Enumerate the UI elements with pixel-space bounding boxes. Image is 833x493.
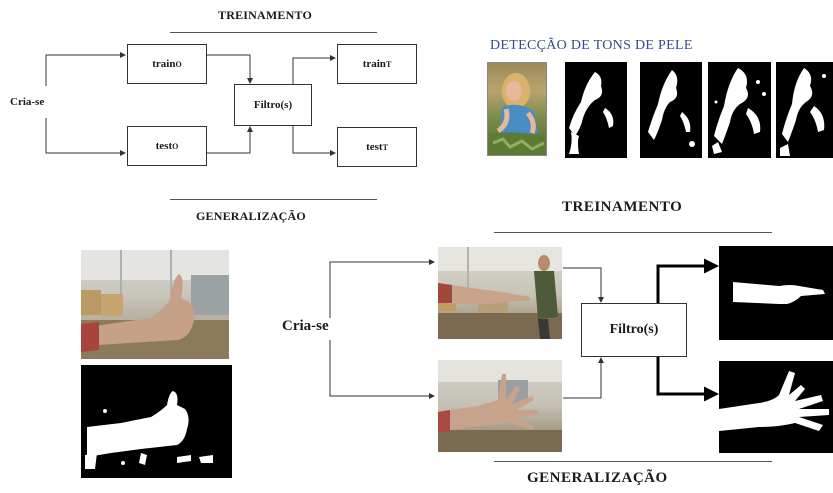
skin-mask-3-shape	[712, 68, 766, 154]
diagram2-top-rule	[494, 232, 772, 233]
pointing-hand-mask-shape	[733, 282, 825, 304]
node-test-o-sub: O	[172, 141, 179, 151]
edge-source-to-test-o	[45, 118, 126, 156]
edge2-filter-to-mask-top	[656, 258, 719, 303]
office-open-hand-photo	[438, 360, 562, 452]
skin-mask-3	[708, 62, 771, 158]
diagram1-top-rule	[170, 32, 377, 33]
thumbs-up-photo-art	[81, 250, 229, 359]
node-train-o-label: train	[152, 58, 176, 70]
edge2-source-to-image-bottom	[329, 340, 435, 399]
diagram2-heading-generalization: GENERALIZAÇÃO	[527, 470, 668, 486]
office-pointing-photo	[438, 247, 562, 339]
node-filter-1: Filtro(s)	[234, 84, 312, 126]
diagram1-bottom-rule	[170, 199, 377, 200]
edge-test-o-to-filter	[207, 126, 253, 154]
thumbs-up-mask	[81, 365, 232, 478]
node-test-t-label: test	[366, 141, 383, 153]
thumbs-up-mask-shape	[85, 391, 213, 469]
diagram2-heading-training: TREINAMENTO	[562, 199, 683, 215]
woman-photo-art	[488, 73, 546, 155]
skin-mask-2	[640, 62, 702, 158]
skin-mask-4	[776, 62, 833, 158]
node-train-o-sub: O	[175, 59, 182, 69]
edge-filter-to-train-t	[292, 55, 336, 84]
skin-mask-4-shape	[780, 68, 826, 156]
office-open-hand-photo-art	[438, 360, 562, 452]
open-hand-mask	[719, 361, 833, 453]
node-filter-2: Filtro(s)	[581, 303, 687, 357]
edge-filter-to-test-t	[292, 126, 336, 156]
edge2-filter-to-mask-bottom	[656, 356, 719, 402]
skin-detection-title: DETECÇÃO DE TONS DE PELE	[490, 38, 693, 53]
pointing-hand-mask	[719, 246, 833, 340]
skin-mask-2-shape	[648, 70, 695, 147]
node-test-o-label: test	[155, 140, 173, 152]
diagram1-source-label: Cria-se	[10, 96, 45, 108]
skin-mask-1	[565, 62, 627, 158]
node-train-t-label: train	[362, 58, 386, 70]
thumbs-up-photo	[81, 250, 229, 359]
open-hand-mask-shape	[719, 371, 829, 431]
diagram1-heading-training: TREINAMENTO	[218, 8, 312, 22]
office-pointing-photo-art	[438, 247, 562, 339]
edge2-source-to-image-top	[329, 259, 435, 318]
edge-train-o-to-filter	[207, 54, 253, 84]
diagram2-source-label: Cria-se	[282, 318, 329, 334]
skin-mask-1-shape	[569, 72, 614, 154]
edge-source-to-train-o	[45, 52, 126, 86]
edge2-image-top-to-filter	[563, 267, 604, 303]
diagram2-bottom-rule	[494, 461, 772, 462]
diagram1-heading-generalization: GENERALIZAÇÃO	[196, 209, 306, 223]
node-test-t-sub: T	[382, 142, 388, 152]
edge2-image-bottom-to-filter	[563, 357, 604, 399]
woman-photo	[487, 62, 547, 156]
node-train-t-sub: T	[385, 59, 392, 69]
